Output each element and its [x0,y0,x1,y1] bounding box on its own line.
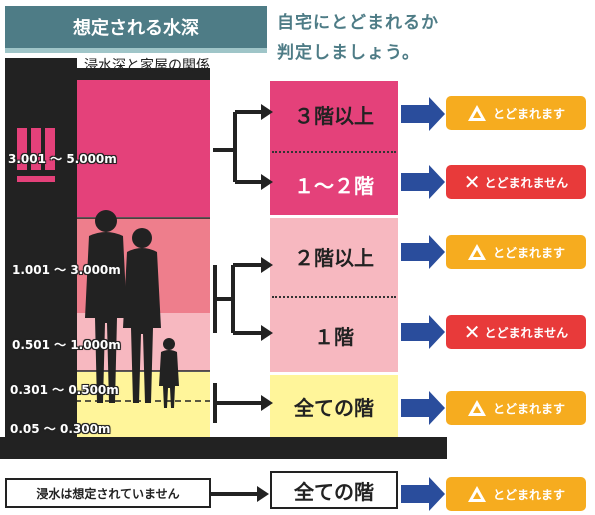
result-nostay-2: ✕とどまれません [446,315,586,349]
result-stay-1: とどまれます [446,96,586,130]
header-title: 想定される水深 [5,6,267,48]
band-yellow [270,375,398,437]
warning-triangle-icon [467,244,486,260]
band-light [270,218,398,372]
roof-band [5,68,210,80]
right-arrow-icon [401,97,445,131]
floor-label-1-2: １～２階 [294,173,374,198]
floor-label-3up: ３階以上 [294,103,374,128]
house-wall [5,58,77,438]
floor-label-1: １階 [314,324,354,349]
window-3 [45,128,55,170]
right-arrow-icon [401,477,445,511]
right-arrow-icon [401,315,445,349]
result-stay-4: とどまれます [446,477,586,511]
result-stay-3: とどまれます [446,391,586,425]
zone-deep [77,80,210,217]
range-label-4: 0.301 ～ 0.500m [10,383,119,397]
window-2 [31,128,41,170]
ground-band [0,437,447,459]
band-deep [270,81,398,215]
cross-icon: ✕ [463,170,481,194]
right-arrow-icon [401,165,445,199]
right-arrow-icon [261,395,273,411]
warning-triangle-icon [467,400,486,416]
bracket-arrows [213,104,273,423]
right-arrow-icon [257,486,269,502]
range-label-1: 3.001 ～ 5.000m [8,152,117,166]
right-title-line1: 自宅にとどまれるか [277,13,439,33]
right-arrow-icon [261,104,273,120]
house-diagram [5,58,210,438]
range-label-5: 0.05 ～ 0.300m [10,422,111,436]
range-label-3: 0.501 ～ 1.000m [12,338,121,352]
right-arrow-icon [261,257,273,273]
no-flood-arrow [211,486,269,502]
no-flood-box: 浸水は想定されていません [5,478,211,508]
right-arrow-icon [401,391,445,425]
result-nostay-1: ✕とどまれません [446,165,586,199]
right-arrow-icon [401,235,445,269]
right-arrow-icon [261,174,273,190]
diagram-subtitle: 浸水深と家屋の関係 [84,58,210,74]
window-1 [17,128,27,170]
warning-triangle-icon [467,486,486,502]
floor-label-all: 全ての階 [294,395,374,420]
divider-2 [272,296,396,298]
blue-arrows [401,97,445,511]
floor-label-2up: ２階以上 [294,245,374,270]
divider-1 [272,151,396,153]
cross-icon: ✕ [463,320,481,344]
right-arrow-icon [261,325,273,341]
result-stay-2: とどまれます [446,235,586,269]
right-title-line2: 判定しましょう。 [277,43,420,63]
warning-triangle-icon [467,105,486,121]
header-underline [5,48,267,53]
range-label-2: 1.001 ～ 3.000m [12,263,121,277]
person-silhouette-icon [85,210,179,408]
floor-box-all-noflood: 全ての階 [270,471,398,509]
